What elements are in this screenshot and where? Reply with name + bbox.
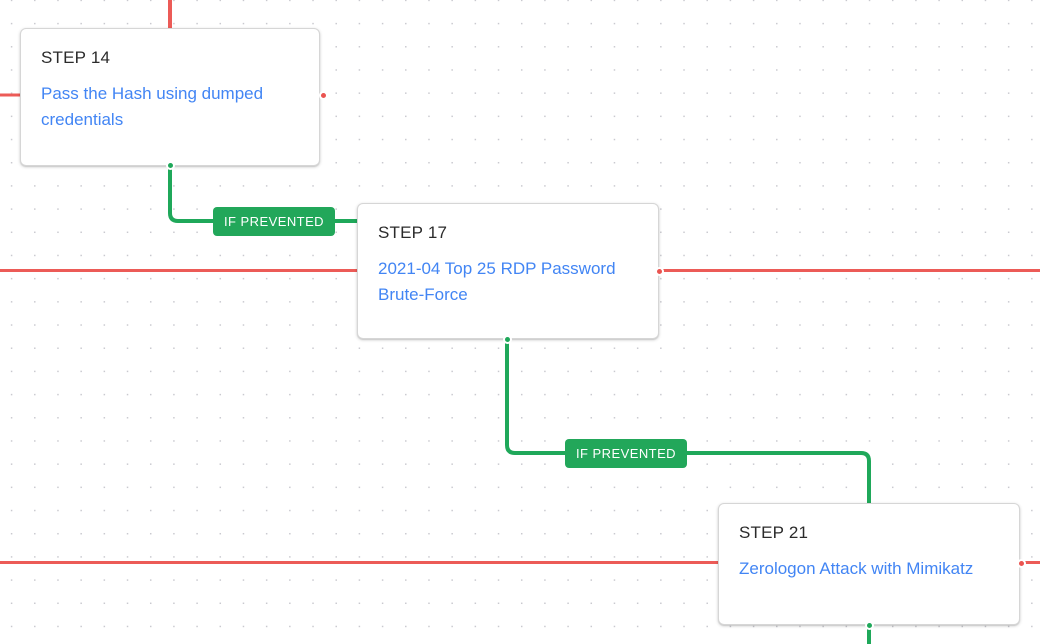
node-title-link[interactable]: 2021-04 Top 25 RDP Password Brute-Force	[378, 259, 616, 304]
port-step17-bottom[interactable]	[502, 334, 512, 344]
node-step-21[interactable]: STEP 21 Zerologon Attack with Mimikatz	[718, 503, 1020, 625]
node-title-link[interactable]: Zerologon Attack with Mimikatz	[739, 559, 974, 578]
green-edge-step17-to-step21	[505, 337, 871, 506]
node-step-label: STEP 21	[739, 523, 809, 542]
node-step-14[interactable]: STEP 14 Pass the Hash using dumped crede…	[20, 28, 320, 166]
lane-rule-bottom	[0, 561, 1040, 564]
edge-label-if-prevented-2[interactable]: IF PREVENTED	[565, 439, 688, 468]
port-step14-bottom[interactable]	[165, 160, 175, 170]
port-step21-right[interactable]	[1016, 558, 1026, 568]
node-step-17[interactable]: STEP 17 2021-04 Top 25 RDP Password Brut…	[357, 203, 659, 339]
node-step-label: STEP 14	[41, 48, 111, 67]
port-step21-bottom[interactable]	[864, 620, 874, 630]
port-step17-right[interactable]	[654, 266, 664, 276]
node-title-link[interactable]: Pass the Hash using dumped credentials	[41, 84, 264, 129]
port-step14-right[interactable]	[318, 90, 328, 100]
edge-label-if-prevented-1[interactable]: IF PREVENTED	[213, 207, 336, 236]
node-step-label: STEP 17	[378, 223, 448, 242]
